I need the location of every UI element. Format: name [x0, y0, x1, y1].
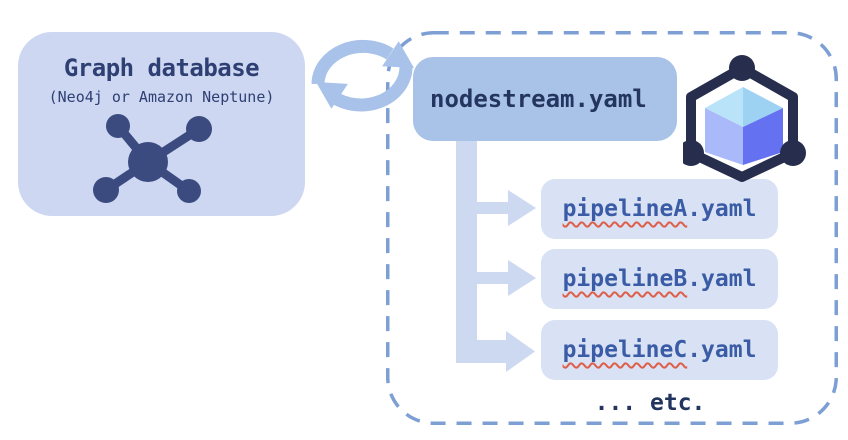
sync-arrowhead-right — [382, 41, 414, 68]
config-file-box: nodestream.yaml — [413, 57, 677, 141]
nodestream-cube-icon — [683, 55, 806, 182]
etc-label: ... etc. — [594, 390, 706, 416]
graph-database-title: Graph database — [63, 54, 260, 82]
graph-database-box: Graph database (Neo4j or Amazon Neptune) — [18, 32, 305, 216]
pipeline-b-name: pipelineB — [562, 266, 688, 292]
pipeline-c-name: pipelineC — [562, 337, 688, 363]
pipeline-a-box: pipelineA.yaml — [541, 179, 778, 239]
branch-pipeline-a — [477, 202, 508, 214]
arrowhead-pipeline-c — [506, 331, 535, 372]
pipeline-a-ext: .yaml — [687, 196, 757, 222]
pipeline-c-ext: .yaml — [687, 337, 757, 363]
graph-database-subtitle: (Neo4j or Amazon Neptune) — [48, 88, 275, 106]
pipeline-a-name: pipelineA — [562, 196, 688, 222]
sync-arrows-icon — [311, 39, 414, 112]
arrowhead-pipeline-a — [508, 190, 536, 226]
pipeline-b-ext: .yaml — [687, 266, 757, 292]
graph-network-icon — [93, 114, 212, 203]
config-file-label: nodestream.yaml — [430, 85, 647, 113]
project-dashed-border — [386, 31, 838, 425]
pipeline-c-box: pipelineC.yaml — [541, 320, 778, 380]
sync-arrowhead-left — [316, 82, 348, 109]
arrowhead-pipeline-b — [508, 260, 536, 296]
pipeline-branch-arrows — [456, 140, 536, 372]
pipeline-b-box: pipelineB.yaml — [541, 249, 778, 309]
branch-pipeline-b — [477, 272, 508, 284]
trunk-elbow-arrow — [456, 140, 506, 363]
